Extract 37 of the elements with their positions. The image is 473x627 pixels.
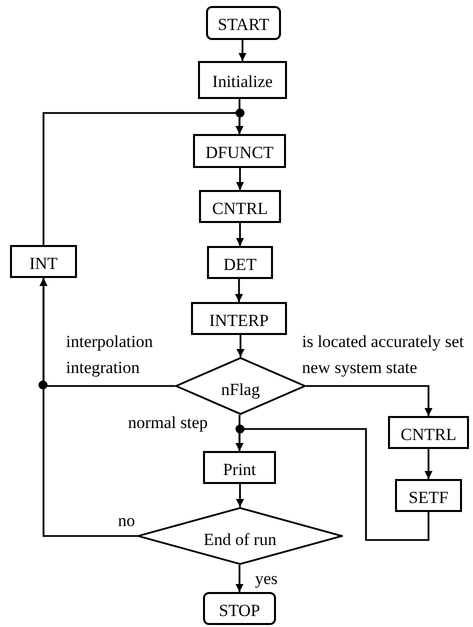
process-box: [388, 416, 469, 449]
terminal-box: [203, 592, 276, 625]
node-label: End of run: [204, 529, 276, 551]
arrow: [236, 335, 244, 357]
arrow: [42, 112, 244, 245]
terminal-box: [206, 6, 281, 40]
node-label: CNTRL: [400, 424, 456, 446]
arrow: [236, 565, 244, 592]
node-label: DFUNCT: [205, 142, 274, 164]
node-label: INT: [29, 252, 58, 274]
arrow: [40, 278, 175, 387]
arrow: [424, 449, 432, 479]
node-label: DET: [223, 254, 257, 276]
node-label: START: [218, 14, 270, 36]
process-box: [193, 134, 286, 168]
arrow: [236, 484, 244, 507]
arrow: [238, 40, 246, 61]
node-label: nFlag: [221, 379, 260, 401]
arrow: [306, 385, 432, 416]
node-label: INTERP: [209, 310, 269, 332]
process-box: [395, 479, 462, 512]
node-label: STOP: [218, 600, 260, 622]
process-box: [203, 451, 276, 484]
node-label: CNTRL: [212, 198, 268, 220]
process-box: [207, 246, 273, 279]
node-label: SETF: [408, 486, 448, 508]
arrow: [235, 279, 243, 302]
node-label: Initialize: [212, 71, 273, 93]
node-label: Print: [222, 458, 256, 480]
process-box: [199, 190, 281, 223]
arrow: [236, 223, 244, 246]
process-box: [191, 302, 287, 335]
process-box: [198, 61, 287, 99]
decision-diamond: [137, 507, 343, 565]
process-box: [10, 245, 77, 278]
arrow: [236, 428, 430, 541]
arrow: [236, 168, 244, 190]
